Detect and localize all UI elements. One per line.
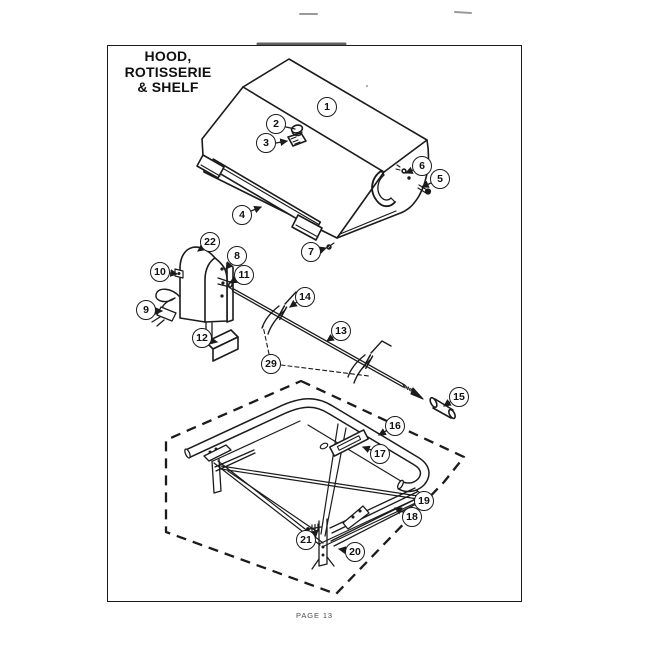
hood-base-screw bbox=[326, 242, 335, 250]
rotisserie-rod-drawing bbox=[228, 286, 456, 420]
shelf-drawing bbox=[184, 398, 430, 570]
hood-vent-damper bbox=[287, 124, 307, 147]
hood-handle bbox=[196, 154, 323, 241]
hood-screw-and-bolt bbox=[395, 164, 432, 195]
rod-threaded-tip bbox=[402, 383, 424, 400]
shelf-slot-plate bbox=[319, 429, 369, 457]
meat-fork-2 bbox=[347, 340, 392, 384]
title-line-1: HOOD, bbox=[144, 48, 192, 64]
spit-handle bbox=[429, 396, 456, 420]
scan-noise-marks bbox=[256, 11, 472, 87]
page-number-label: PAGE 13 bbox=[295, 611, 333, 620]
title-line-3: & SHELF bbox=[137, 79, 199, 95]
title-line-2: ROTISSERIE bbox=[124, 63, 212, 80]
shelf-left-bracket bbox=[203, 444, 256, 494]
shelf-brace-bars bbox=[329, 487, 423, 547]
power-cord bbox=[151, 288, 181, 327]
hood-drawing bbox=[196, 58, 432, 250]
motor-bracket bbox=[205, 321, 239, 362]
diagram-title: HOOD, ROTISSERIE & SHELF bbox=[114, 48, 222, 96]
motor-drawing bbox=[151, 246, 239, 362]
shelf-front-leg bbox=[311, 518, 335, 570]
shelf-boundary-dashed bbox=[164, 379, 466, 596]
